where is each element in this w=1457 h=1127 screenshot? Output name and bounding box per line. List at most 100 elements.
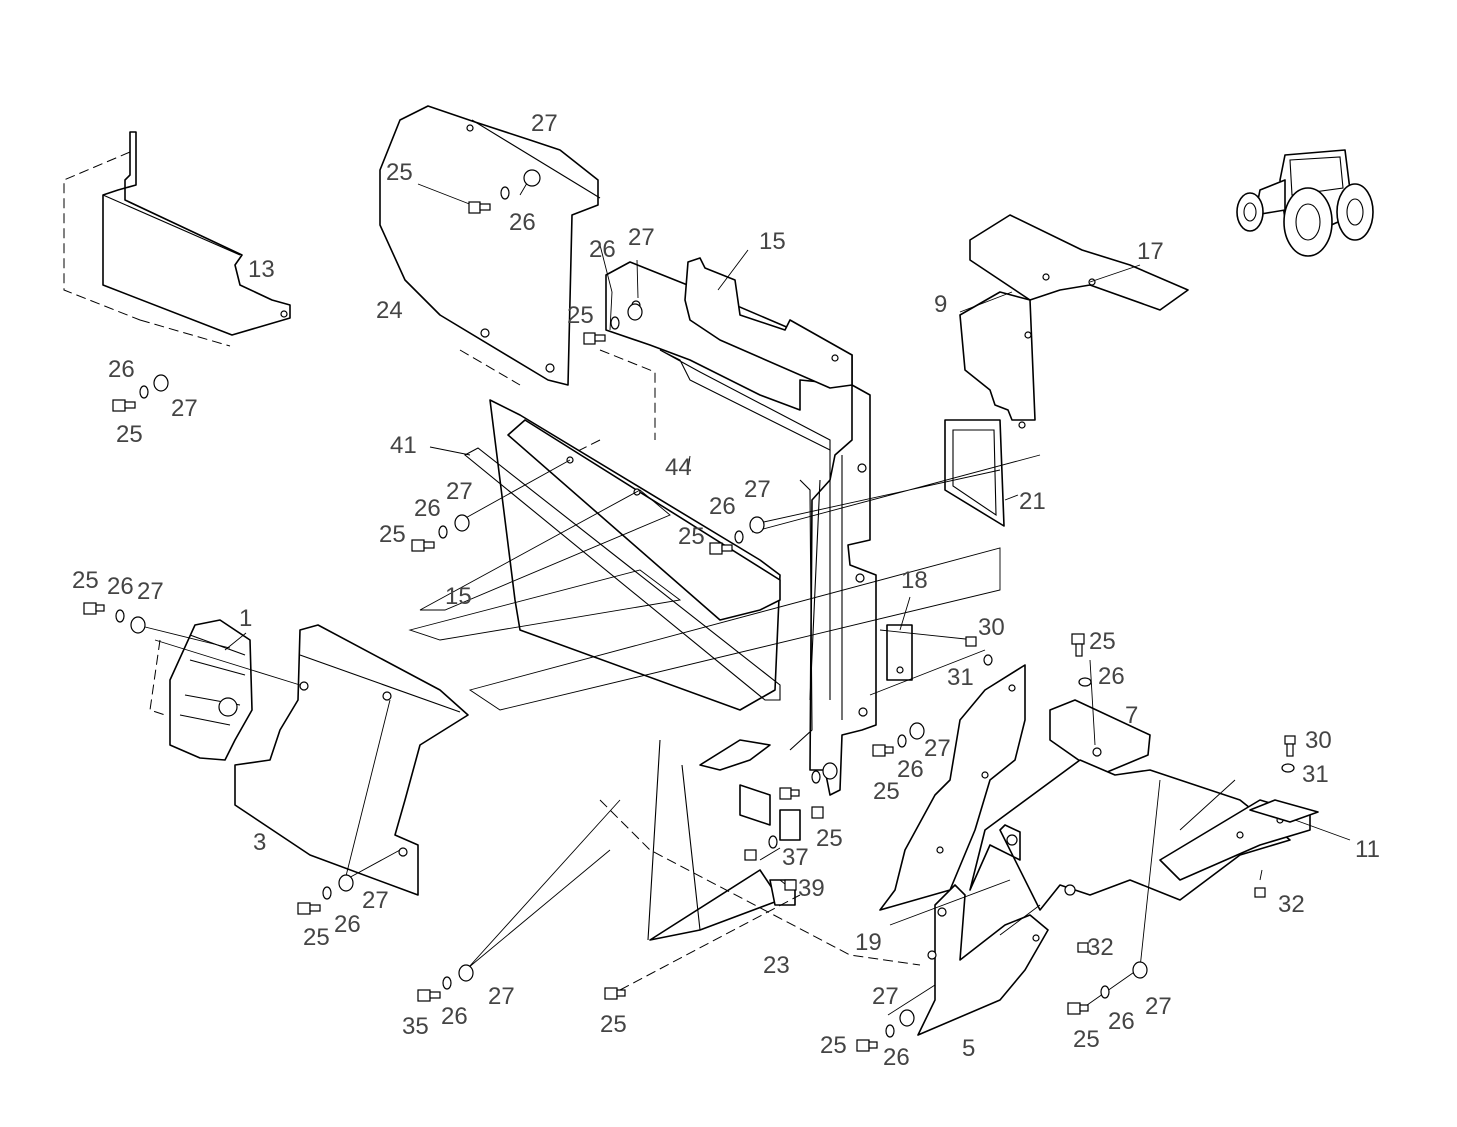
callout-label: 41 <box>390 432 417 459</box>
callout-label: 27 <box>531 110 558 137</box>
callout-label: 27 <box>362 887 389 914</box>
part-3-panel <box>234 624 469 896</box>
part-15-lower-panel <box>408 399 1001 711</box>
callout-label: 25 <box>72 567 99 594</box>
callout-label: 5 <box>962 1035 975 1062</box>
bolt-icon <box>1284 735 1296 757</box>
bolt-icon <box>468 201 491 214</box>
bolt-icon <box>811 806 824 819</box>
washer-icon <box>153 374 169 392</box>
callout-label: 26 <box>414 495 441 522</box>
part-15-upper-frame <box>605 257 853 451</box>
part-9-bracket <box>959 291 1036 429</box>
washer-icon <box>822 762 838 780</box>
washer-icon <box>610 316 620 330</box>
callout-label: 39 <box>798 875 825 902</box>
washer-icon <box>734 530 744 544</box>
washer-icon <box>811 770 821 784</box>
washer-icon <box>909 722 925 740</box>
callout-label: 26 <box>1098 663 1125 690</box>
bolt-icon <box>411 539 435 552</box>
part-main-bracket <box>969 759 1311 911</box>
tractor-icon <box>1236 149 1374 257</box>
part-17-bracket <box>969 214 1189 311</box>
callout-label: 25 <box>303 924 330 951</box>
bolt-icon <box>297 902 321 915</box>
nut-icon <box>784 879 797 891</box>
callout-label: 31 <box>947 664 974 691</box>
washer-icon <box>885 1024 895 1038</box>
bolt-icon <box>779 787 800 800</box>
callout-label: 26 <box>441 1003 468 1030</box>
nut-icon <box>1077 942 1089 953</box>
callout-label: 23 <box>763 952 790 979</box>
callout-label: 15 <box>445 583 472 610</box>
callout-label: 27 <box>872 983 899 1010</box>
callout-label: 24 <box>376 297 403 324</box>
callout-label: 25 <box>820 1032 847 1059</box>
bolt-icon <box>417 989 441 1002</box>
callout-label: 27 <box>171 395 198 422</box>
callout-label: 31 <box>1302 761 1329 788</box>
bolt-icon <box>872 744 894 757</box>
callout-label: 26 <box>883 1044 910 1071</box>
callout-label: 30 <box>1305 727 1332 754</box>
washer-icon <box>322 886 332 900</box>
callout-label: 18 <box>901 567 928 594</box>
washer-icon <box>749 516 765 534</box>
bolt-icon <box>1067 1002 1089 1015</box>
callout-label: 32 <box>1087 934 1114 961</box>
washer-icon <box>338 874 354 892</box>
washer-icon <box>1281 763 1295 773</box>
bolt-icon <box>112 399 136 412</box>
bolt-icon <box>856 1039 878 1052</box>
washer-icon <box>139 385 149 399</box>
callout-label: 26 <box>897 756 924 783</box>
part-21-seal <box>944 419 1005 527</box>
callout-label: 25 <box>816 825 843 852</box>
callout-label: 26 <box>108 356 135 383</box>
callout-label: 13 <box>248 256 275 283</box>
callout-label: 1 <box>239 605 252 632</box>
callout-label: 26 <box>1108 1008 1135 1035</box>
callout-label: 15 <box>759 228 786 255</box>
callout-label: 32 <box>1278 891 1305 918</box>
washer-icon <box>523 169 541 187</box>
washer-icon <box>500 186 510 200</box>
callout-label: 25 <box>600 1011 627 1038</box>
washer-icon <box>130 616 146 634</box>
callout-label: 26 <box>107 573 134 600</box>
callout-label: 27 <box>924 735 951 762</box>
callout-label: 27 <box>446 478 473 505</box>
washer-icon <box>115 609 125 623</box>
part-23-bracket <box>647 739 801 941</box>
callout-label: 35 <box>402 1013 429 1040</box>
nut-icon <box>744 849 757 861</box>
washer-icon <box>768 835 778 849</box>
callout-label: 25 <box>379 521 406 548</box>
callout-label: 26 <box>509 209 536 236</box>
nut-icon <box>1254 887 1266 898</box>
callout-label: 25 <box>386 159 413 186</box>
callout-label: 27 <box>137 578 164 605</box>
fasteners <box>83 169 1296 1052</box>
washer-icon <box>983 654 993 666</box>
callout-label: 44 <box>665 454 692 481</box>
bolt-icon <box>83 602 105 615</box>
callout-label: 25 <box>873 778 900 805</box>
washer-icon <box>627 303 643 321</box>
nut-icon <box>965 636 977 647</box>
central-frame <box>789 384 913 796</box>
callout-label: 25 <box>1073 1026 1100 1053</box>
callout-label: 26 <box>334 911 361 938</box>
bolt-icon <box>604 987 626 1000</box>
callout-label: 19 <box>855 929 882 956</box>
callout-label: 26 <box>709 493 736 520</box>
callout-label: 27 <box>744 476 771 503</box>
callout-label: 37 <box>782 844 809 871</box>
washer-icon <box>454 514 470 532</box>
callout-label: 27 <box>1145 993 1172 1020</box>
washer-icon <box>1100 985 1110 999</box>
callout-labels: 27 25 26 13 26 27 25 24 26 27 15 25 17 9… <box>72 110 1380 1071</box>
